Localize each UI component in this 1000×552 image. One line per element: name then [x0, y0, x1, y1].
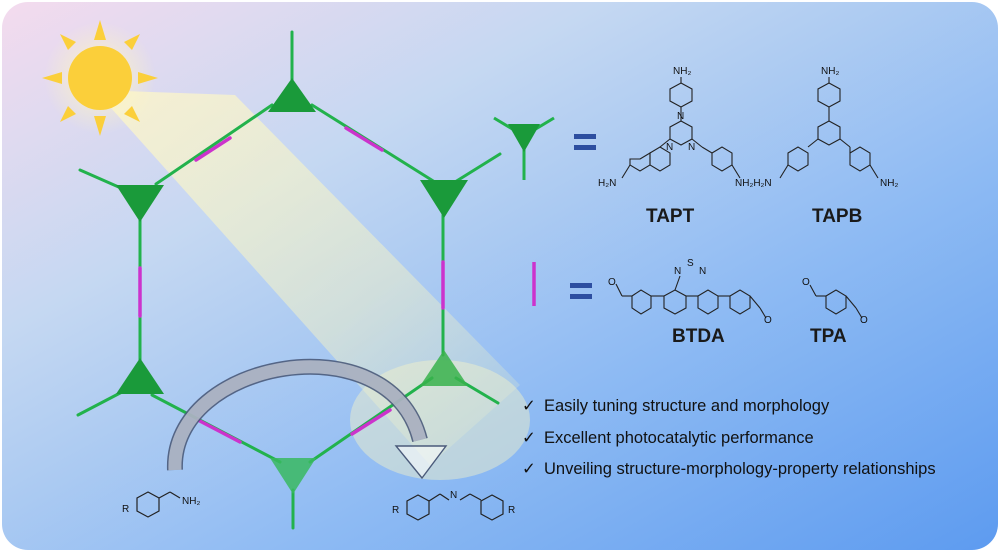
check-mark-2: ✓ — [522, 429, 536, 447]
tpa-structure — [809, 284, 863, 319]
btda-s: S — [687, 258, 694, 269]
product-r-left-label: R — [392, 505, 399, 516]
node-upper-right — [420, 180, 468, 218]
feature-3: Unveiling structure-morphology-property … — [544, 460, 936, 478]
node-lower-right — [420, 350, 468, 386]
reactant-r-label: R — [122, 504, 129, 515]
check-mark-3: ✓ — [522, 460, 536, 478]
sun-icon — [42, 20, 158, 136]
tapt-label: TAPT — [646, 206, 695, 227]
node-bottom — [270, 458, 316, 494]
tpa-o-left: O — [802, 277, 810, 288]
cof-hexagon — [76, 30, 502, 530]
btda-label: BTDA — [672, 326, 725, 347]
node-top — [268, 78, 316, 112]
product-n-label: N — [450, 490, 457, 501]
tpa-o-right: O — [860, 315, 868, 326]
tapb-structure — [779, 77, 879, 179]
btda-n-left: N — [674, 266, 681, 277]
reactant-structure — [136, 491, 181, 518]
curved-arrow-icon — [166, 358, 448, 480]
trigonal-node-icon — [493, 116, 555, 180]
tapt-tapb-nh2-joined: NH₂H₂N — [735, 178, 772, 189]
tapb-nh2-top: NH₂ — [821, 66, 839, 77]
btda-n-right: N — [699, 266, 706, 277]
tapb-label: TAPB — [812, 206, 862, 227]
btda-o-left: O — [608, 277, 616, 288]
tpa-label: TPA — [810, 326, 847, 347]
tapt-nh2-top: NH₂ — [673, 66, 691, 77]
tapb-nh2-right: NH₂ — [880, 178, 898, 189]
product-r-right-label: R — [508, 505, 515, 516]
check-mark-1: ✓ — [522, 397, 536, 415]
equals-sign-linker — [570, 283, 592, 299]
node-lower-left — [116, 358, 164, 394]
reactant-nh2-label: NH₂ — [182, 496, 200, 507]
tapt-structure — [621, 77, 741, 179]
tapt-n-2: N — [666, 142, 673, 153]
tapt-n-1: N — [677, 111, 684, 122]
tapt-h2n-left: H₂N — [598, 178, 616, 189]
feature-2: Excellent photocatalytic performance — [544, 429, 814, 447]
node-upper-left — [116, 185, 164, 222]
equals-sign-node — [574, 134, 596, 150]
btda-o-right: O — [764, 315, 772, 326]
product-structure — [406, 493, 504, 521]
tapt-n-3: N — [688, 142, 695, 153]
btda-structure — [615, 275, 767, 319]
feature-1: Easily tuning structure and morphology — [544, 397, 830, 415]
light-beam — [95, 90, 520, 465]
feature-list: ✓ Easily tuning structure and morphology… — [522, 397, 936, 478]
